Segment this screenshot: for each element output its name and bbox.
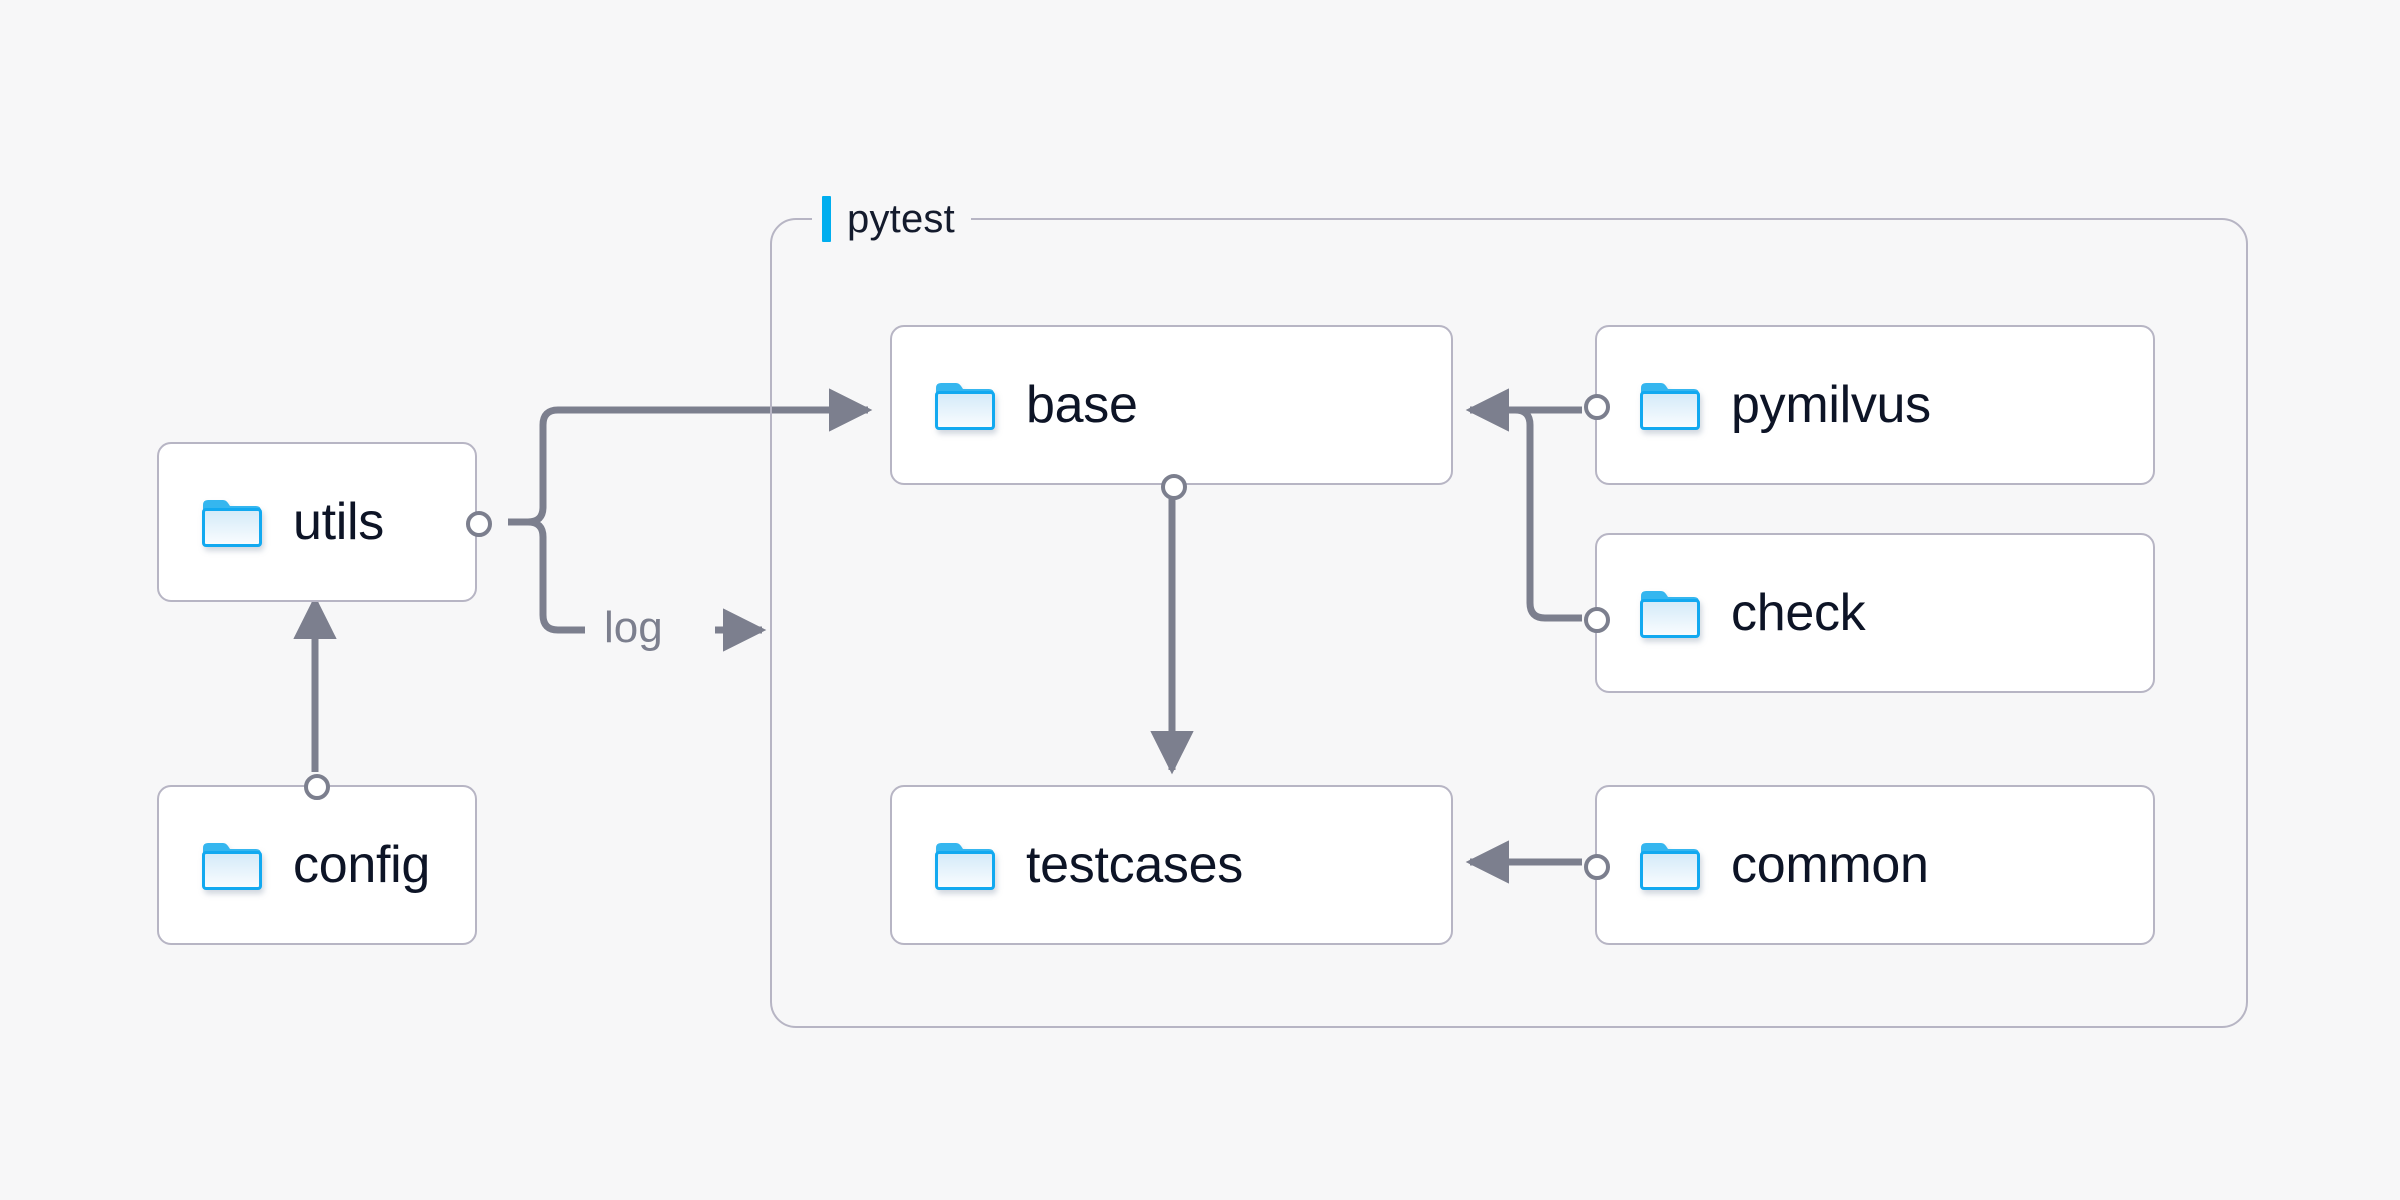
folder-icon <box>934 839 996 891</box>
port-pymilvus-left[interactable] <box>1584 394 1610 420</box>
node-utils-label: utils <box>293 493 384 551</box>
node-config[interactable]: config <box>157 774 477 945</box>
port-common-left[interactable] <box>1584 854 1610 880</box>
folder-icon <box>1639 379 1701 431</box>
node-base[interactable]: base <box>890 325 1453 500</box>
node-testcases-label: testcases <box>1026 836 1243 894</box>
port-utils-right[interactable] <box>466 511 492 537</box>
node-check[interactable]: check <box>1584 533 2155 693</box>
node-check-label: check <box>1731 584 1866 642</box>
node-testcases[interactable]: testcases <box>890 785 1453 945</box>
group-accent-bar <box>822 196 831 242</box>
node-utils[interactable]: utils <box>157 442 492 602</box>
node-common[interactable]: common <box>1584 785 2155 945</box>
node-common-label: common <box>1731 836 1929 894</box>
group-pytest-label: pytest <box>812 192 971 246</box>
node-base-label: base <box>1026 376 1138 434</box>
node-pymilvus-label: pymilvus <box>1731 376 1931 434</box>
port-check-left[interactable] <box>1584 607 1610 633</box>
edge-utils-log <box>508 518 585 634</box>
group-pytest-label-text: pytest <box>847 196 955 241</box>
folder-icon <box>201 839 263 891</box>
edge-label-log: log <box>594 603 673 653</box>
node-config-label: config <box>293 836 430 894</box>
port-config-top[interactable] <box>304 774 330 800</box>
folder-icon <box>201 496 263 548</box>
port-base-bottom[interactable] <box>1161 474 1187 500</box>
node-pymilvus[interactable]: pymilvus <box>1584 325 2155 485</box>
folder-icon <box>1639 839 1701 891</box>
group-pytest[interactable] <box>770 218 2248 1028</box>
folder-icon <box>934 379 996 431</box>
folder-icon <box>1639 587 1701 639</box>
